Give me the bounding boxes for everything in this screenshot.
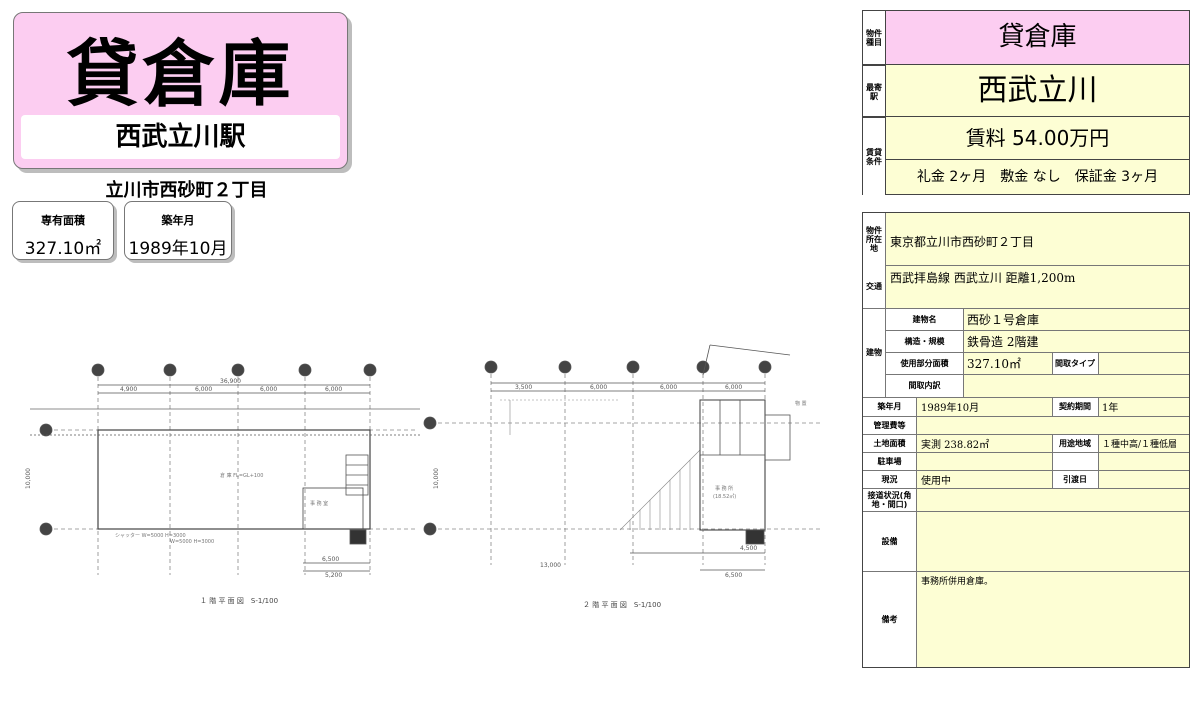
grid-col-label: 3 [630, 363, 636, 373]
facilities-label: 設備 [881, 536, 898, 546]
grid-col-label: 2 [167, 366, 173, 376]
building-label: 建物 [866, 348, 882, 357]
svg-text:シャッター W=5000 H=3000: シャッター W=5000 H=3000 [115, 532, 186, 539]
grid-col-label: 5 [762, 363, 768, 373]
access-value: 西武拝島線 西武立川 距離1,200m [890, 270, 1076, 285]
svg-text:W=5000 H=3000: W=5000 H=3000 [170, 539, 214, 545]
use-area-value: 327.10㎡ [967, 357, 1021, 371]
title-card: 貸倉庫 西武立川駅 [13, 12, 348, 169]
floor-plan-drawing: 1 2 3 4 5 B A 36,900 4,900 6,000 6,000 6… [25, 344, 820, 609]
page-title: 貸倉庫 [66, 32, 295, 116]
dimension-label: 6,000 [260, 386, 277, 393]
location-value: 東京都立川市西砂町２丁目 [890, 234, 1035, 249]
grid-col-label: 1 [488, 363, 494, 373]
grid-col-label: 1 [95, 366, 101, 376]
dimension-label: 6,000 [660, 384, 677, 391]
dimension-label: 3,500 [515, 384, 532, 391]
dimension-label: 6,500 [725, 572, 742, 579]
svg-text:事 務 所: 事 務 所 [715, 485, 733, 492]
area-value: 327.10㎡ [24, 239, 102, 259]
structure-label: 構造・規模 [904, 336, 945, 346]
built-value: 1989年10月 [921, 403, 980, 414]
mgmt-label: 管理費等 [873, 420, 906, 430]
lease-label: 契約期間 [1059, 402, 1091, 411]
use-area-label: 使用部分面積 [900, 358, 949, 368]
name-label: 建物名 [912, 314, 937, 324]
dimension-label: 10,000 [433, 468, 440, 489]
land-value: 実測 238.82㎡ [921, 439, 990, 451]
svg-text:(18.52㎡): (18.52㎡) [713, 493, 736, 500]
type-label: 物件種目 [863, 11, 886, 64]
built-value: 1989年10月 [128, 239, 228, 259]
grid-col-label: 2 [562, 363, 568, 373]
parking-label: 駐車場 [877, 456, 902, 466]
floor2-caption: ２ 階 平 面 図 S-1/100 [583, 600, 661, 609]
built-box: 築年月 1989年10月 [124, 201, 232, 260]
address: 立川市西砂町２丁目 [105, 180, 268, 201]
land-label: 土地面積 [873, 438, 906, 448]
floor1-plan: 1 2 3 4 5 B A 36,900 4,900 6,000 6,000 6… [25, 363, 420, 605]
deposit-value: 礼金 2ヶ月 敷金 なし 保証金 3ヶ月 [916, 169, 1159, 185]
dimension-label: 6,000 [195, 386, 212, 393]
svg-text:倉 庫 FL=GL+100: 倉 庫 FL=GL+100 [220, 472, 263, 479]
grid-row-label: A [426, 525, 433, 535]
grid-col-label: 5 [367, 366, 373, 376]
layout-detail-label: 間取内訳 [908, 381, 941, 390]
grid-col-label: 4 [302, 366, 308, 376]
location-label: 物件所在地 [866, 225, 882, 253]
grid-col-label: 3 [235, 366, 241, 376]
zoning-label: 用途地域 [1059, 438, 1091, 448]
dimension-label: 10,000 [25, 468, 32, 489]
station-name: 西武立川駅 [21, 115, 340, 159]
dimension-label: 36,900 [220, 378, 241, 385]
name-value: 西砂１号倉庫 [967, 313, 1040, 327]
lease-value: 1年 [1102, 403, 1119, 414]
conditions-label: 賃貸条件 [863, 117, 886, 195]
access-label: 交通 [866, 282, 882, 291]
structure-value: 鉄骨造 2階建 [967, 335, 1039, 349]
handover-label: 引渡日 [1063, 474, 1087, 484]
area-label: 専有面積 [41, 214, 85, 227]
dimension-label: 13,000 [540, 562, 561, 569]
zoning-value: １種中高/１種低層 [1102, 439, 1178, 450]
grid-row-label: B [426, 419, 432, 429]
grid-row-label: A [42, 525, 49, 535]
road-label: 接道状況(角地・間口) [867, 490, 912, 509]
status-label: 現況 [881, 474, 898, 484]
detail-table: 物件所在地 交通 建物 建物名 構造・規模 使用部分面積 間取内訳 間取タイプ … [862, 212, 1190, 668]
layout-type-label: 間取タイプ [1055, 358, 1095, 368]
dimension-label: 6,500 [322, 556, 339, 563]
built-label: 築年月 [877, 402, 902, 411]
floor1-caption: １ 階 平 面 図 S-1/100 [200, 596, 278, 605]
type-value: 貸倉庫 [886, 11, 1189, 64]
area-box: 専有面積 327.10㎡ [12, 201, 114, 260]
built-label: 築年月 [161, 214, 195, 227]
grid-row-label: B [42, 426, 48, 436]
summary-table: 物件種目 最寄駅 賃貸条件 貸倉庫 西武立川 賃料 54.00万円 礼金 2ヶ月… [862, 10, 1190, 195]
dimension-label: 5,200 [325, 572, 342, 579]
floor2-plan: 1 2 3 4 5 B A 3,500 6,000 6,000 6,000 10… [423, 344, 820, 609]
dimension-label: 6,000 [725, 384, 742, 391]
dimension-label: 6,000 [325, 386, 342, 393]
dimension-label: 4,900 [120, 386, 137, 393]
station-label: 最寄駅 [863, 65, 886, 117]
status-value: 使用中 [921, 475, 951, 487]
grid-col-label: 4 [700, 363, 706, 373]
remarks-value: 事務所併用倉庫。 [921, 576, 994, 587]
svg-text:事 務 室: 事 務 室 [310, 500, 328, 507]
svg-text:物 置: 物 置 [795, 400, 807, 407]
station-value: 西武立川 [977, 73, 1098, 108]
remarks-label: 備考 [881, 614, 898, 624]
dimension-label: 4,500 [740, 545, 757, 552]
rent-value: 賃料 54.00万円 [965, 126, 1110, 150]
dimension-label: 6,000 [590, 384, 607, 391]
